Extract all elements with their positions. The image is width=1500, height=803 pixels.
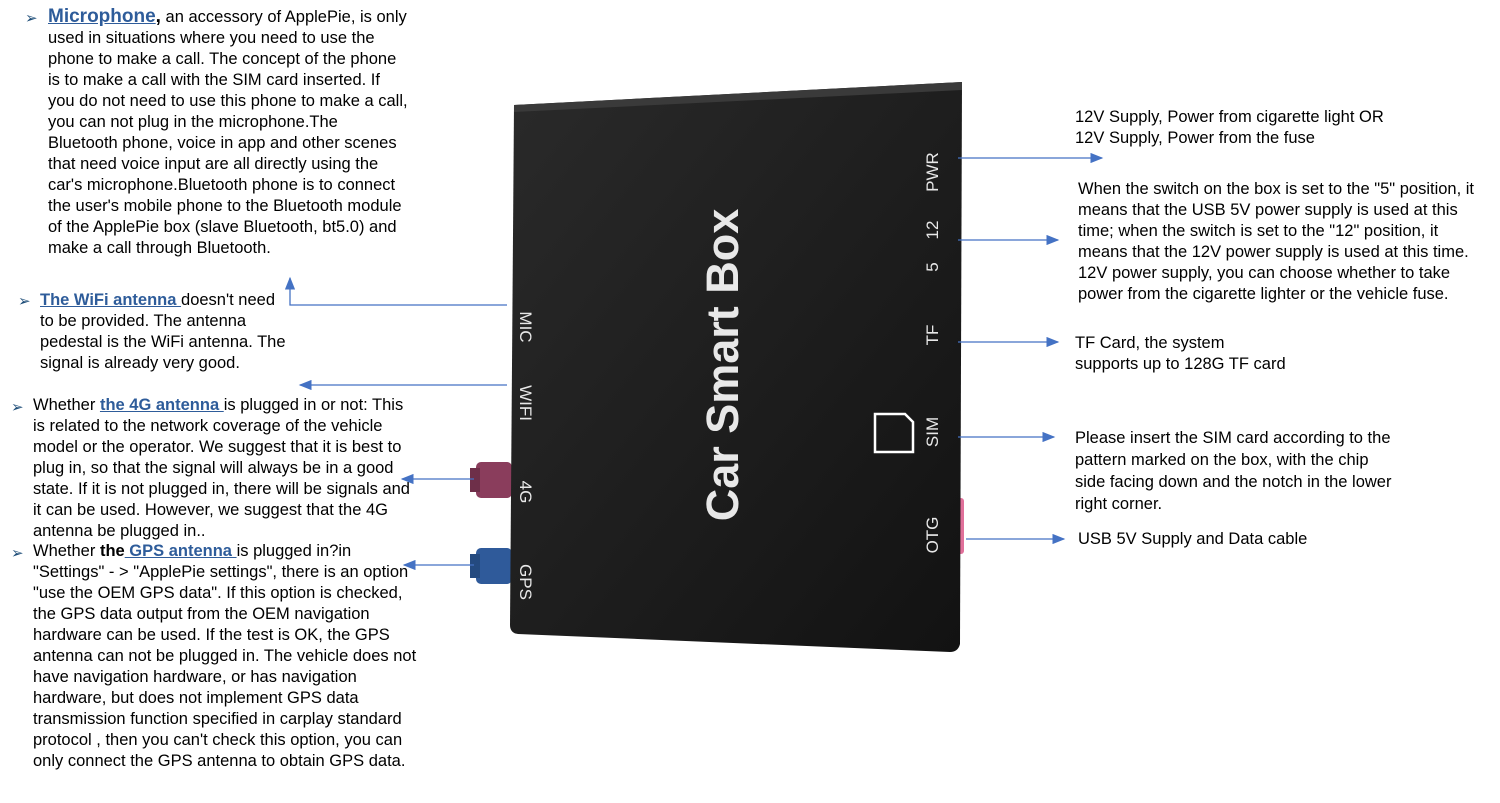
arrow-mic (284, 276, 507, 306)
bullet-arrow-icon: ➢ (11, 545, 24, 562)
port-label-gps: GPS (516, 564, 535, 600)
bullet-arrow-icon: ➢ (25, 10, 38, 27)
gps-text: is plugged in?in "Settings" - > "ApplePi… (33, 542, 417, 770)
antenna-gps-connector (476, 548, 512, 584)
switch-description: When the switch on the box is set to the… (1078, 180, 1475, 303)
otg-description: USB 5V Supply and Data cable (1078, 530, 1308, 548)
gps-link: GPS antenna (124, 542, 237, 560)
port-label-mic: MIC (516, 311, 535, 342)
smart-box-body (510, 82, 962, 652)
port-label-pwr: PWR (923, 152, 942, 192)
port-label-wifi: WIFI (516, 385, 535, 421)
wifi-link: The WiFi antenna (40, 291, 182, 309)
lte-link: the 4G antenna (99, 396, 224, 414)
tf-description: TF Card, the system supports up to 128G … (1075, 334, 1286, 373)
lte-description: Whether the 4G antenna is plugged in or … (33, 396, 410, 540)
port-label-4g: 4G (516, 481, 535, 504)
sim-description: Please insert the SIM card according to … (1075, 429, 1392, 513)
gps-description: Whether the GPS antenna is plugged in?in… (33, 542, 417, 770)
antenna-4g-connector (476, 462, 512, 498)
port-label-sim: SIM (923, 417, 942, 447)
wifi-description: The WiFi antenna doesn't need to be prov… (40, 290, 288, 374)
mic-text: an accessory of ApplePie, is only used i… (48, 8, 408, 257)
device-title: Car Smart Box (697, 209, 748, 522)
pwr-description: 12V Supply, Power from cigarette light O… (1075, 108, 1384, 147)
mic-title: Microphone (48, 6, 156, 27)
port-label-tf: TF (923, 325, 942, 346)
port-label-5: 5 (923, 262, 942, 271)
lte-text: is plugged in or not: This is related to… (33, 396, 410, 540)
bullet-arrow-icon: ➢ (11, 399, 24, 416)
mic-description: Microphone, an accessory of ApplePie, is… (48, 6, 408, 257)
wifi-text: doesn't need to be provided. The antenna… (40, 291, 286, 372)
sim-card-icon (873, 412, 915, 454)
port-label-otg: OTG (923, 517, 942, 554)
port-label-12: 12 (923, 221, 942, 240)
bullet-arrow-icon: ➢ (18, 293, 31, 310)
